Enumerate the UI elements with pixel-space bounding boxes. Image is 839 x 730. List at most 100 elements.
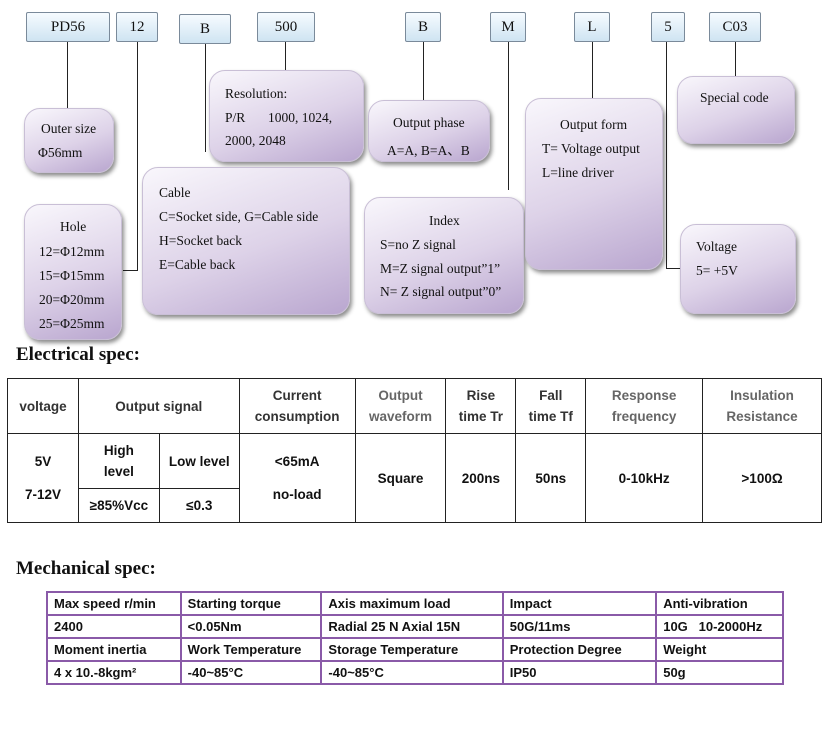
header-rise-line2: time Tr [458,409,504,424]
value-response: 0-10kHz [585,433,704,523]
code-box-output-form: L [574,12,610,42]
mech-value-storage-temperature: -40~85°C [320,660,504,685]
mech-label-axis-load: Axis maximum load [320,591,504,616]
value-low-level-label: Low level [158,433,240,489]
voltage-value: 5= +5V [696,263,738,278]
bubble-special-code: Special code [677,76,795,144]
header-fall: Fall time Tf [515,378,587,434]
code-box-index: M [490,12,526,42]
mech-value-impact: 50G/11ms [501,614,658,639]
mech-value-max-speed: 2400 [46,614,182,639]
connector-voltage-h [666,268,682,269]
header-output-signal: Output signal [77,378,240,434]
value-current-ma: <65mA [274,454,320,469]
code-box-special: C03 [709,12,761,42]
value-fall: 50ns [515,433,587,523]
bubble-cable: Cable C=Socket side, G=Cable side H=Sock… [142,167,350,315]
resolution-values-2: 2000, 2048 [225,133,286,148]
index-option-n: N= Z signal output”0” [380,284,502,299]
header-fall-line1: Fall [539,388,563,403]
index-option-m: M=Z signal output”1” [380,261,501,276]
header-response: Response frequency [585,378,704,434]
bubble-output-form: Output form T= Voltage output L=line dri… [525,98,663,270]
value-high-level-label: High level [77,433,160,489]
connector-voltage-v [666,42,667,269]
value-voltage: 5V 7-12V [7,433,79,523]
mech-value-starting-torque: <0.05Nm [179,614,323,639]
mech-label-starting-torque: Starting torque [179,591,323,616]
mech-row-1: Max speed r/min Starting torque Axis max… [46,591,784,616]
connector-special [735,42,736,76]
mech-label-moment-inertia: Moment inertia [46,637,182,662]
header-insulation: Insulation Resistance [702,378,822,434]
resolution-unit: P/R [225,110,246,125]
hole-option-15: 15=Φ15mm [39,268,105,283]
code-box-cable: B [179,14,231,44]
index-option-s: S=no Z signal [380,237,456,252]
output-form-option-t: T= Voltage output [542,141,640,156]
mech-value-weight: 50g [655,660,784,685]
header-insulation-line2: Resistance [726,409,798,424]
hole-title: Hole [60,219,87,234]
connector-output-phase [423,42,424,100]
mech-value-moment-inertia: 4 x 10.-8kgm² [46,660,182,685]
header-waveform-line2: waveform [369,409,433,424]
mech-value-work-temperature: -40~85°C [179,660,323,685]
index-title: Index [429,213,460,228]
code-box-output-phase: B [405,12,441,42]
electrical-spec-table: voltage Output signal Current consumptio… [7,378,822,523]
header-rise: Rise time Tr [445,378,517,434]
mech-label-storage-temperature: Storage Temperature [320,637,504,662]
mech-label-impact: Impact [501,591,658,616]
value-low-level: ≤0.3 [158,488,240,523]
bubble-resolution: Resolution: P/R 1000, 1024, 2000, 2048 [209,70,364,162]
high-level-line1: High [103,443,134,458]
resolution-title: Resolution: [225,86,288,101]
high-level-line2: level [103,464,134,479]
bubble-hole: Hole 12=Φ12mm 15=Φ15mm 20=Φ20mm 25=Φ25mm [24,204,122,340]
mech-row-2: 2400 <0.05Nm Radial 25 N Axial 15N 50G/1… [46,614,784,639]
mech-label-work-temperature: Work Temperature [179,637,323,662]
header-waveform-line1: Output [378,388,423,403]
bubble-output-phase: Output phase A=A, B=A、B [368,100,490,162]
value-current-noload: no-load [272,487,322,502]
mech-row-4: 4 x 10.-8kgm² -40~85°C -40~85°C IP50 50g [46,660,784,685]
mechanical-spec-heading: Mechanical spec: [16,558,156,579]
cable-option-h: H=Socket back [159,233,242,248]
electrical-spec-heading: Electrical spec: [16,344,140,365]
mech-value-anti-vibration: 10G 10-2000Hz [655,614,784,639]
resolution-values-1: 1000, 1024, [268,110,333,125]
mechanical-spec-table: Max speed r/min Starting torque Axis max… [46,591,784,685]
cable-title: Cable [159,185,191,200]
hole-option-12: 12=Φ12mm [39,244,105,259]
code-box-size: PD56 [26,12,110,42]
output-phase-value: A=A, B=A、B [387,143,470,158]
value-current: <65mA no-load [238,433,356,523]
output-phase-title: Output phase [393,115,465,130]
connector-size [67,42,68,108]
special-code-title: Special code [700,90,769,105]
header-waveform: Output waveform [354,378,447,434]
cable-option-e: E=Cable back [159,257,236,272]
voltage-title: Voltage [696,239,737,254]
connector-index [508,42,509,190]
cable-option-c-g: C=Socket side, G=Cable side [159,209,319,224]
value-waveform: Square [354,433,447,523]
bubble-voltage: Voltage 5= +5V [680,224,796,314]
value-voltage-5v: 5V [34,454,52,469]
electrical-header-row: voltage Output signal Current consumptio… [7,378,822,434]
code-box-resolution: 500 [257,12,315,42]
connector-output-form [592,42,593,98]
connector-resolution [285,42,286,70]
header-current-line2: consumption [254,409,340,424]
mech-label-anti-vibration: Anti-vibration [655,591,784,616]
mech-value-protection-degree: IP50 [501,660,658,685]
code-box-voltage: 5 [651,12,685,42]
mech-label-max-speed: Max speed r/min [46,591,182,616]
header-response-line1: Response [611,388,677,403]
value-rise: 200ns [445,433,517,523]
code-box-hole: 12 [116,12,158,42]
mech-label-weight: Weight [655,637,784,662]
value-voltage-7-12v: 7-12V [24,487,61,502]
connector-hole-v [137,42,138,270]
